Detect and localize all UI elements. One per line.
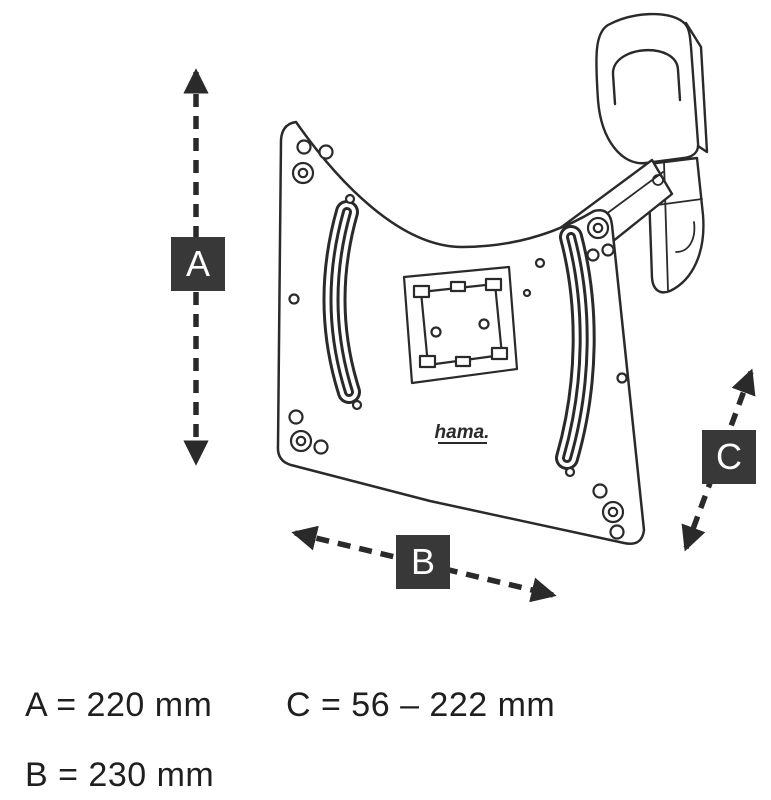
curved-slot-left — [322, 200, 361, 404]
measurement-b: B = 230 mm — [25, 756, 215, 794]
measurement-a: A = 220 mm — [25, 686, 213, 724]
dimension-label-c: C — [702, 430, 756, 484]
brand-logo: hama. — [435, 422, 490, 444]
measurement-c: C = 56 – 222 mm — [286, 686, 556, 724]
dimension-label-a: A — [171, 237, 225, 291]
vesa-adapter-square — [402, 265, 519, 385]
mounting-holes — [288, 139, 628, 540]
dimension-label-b: B — [396, 535, 450, 589]
curved-slot-right — [555, 225, 596, 470]
brand-logo-text: hama. — [435, 422, 490, 443]
